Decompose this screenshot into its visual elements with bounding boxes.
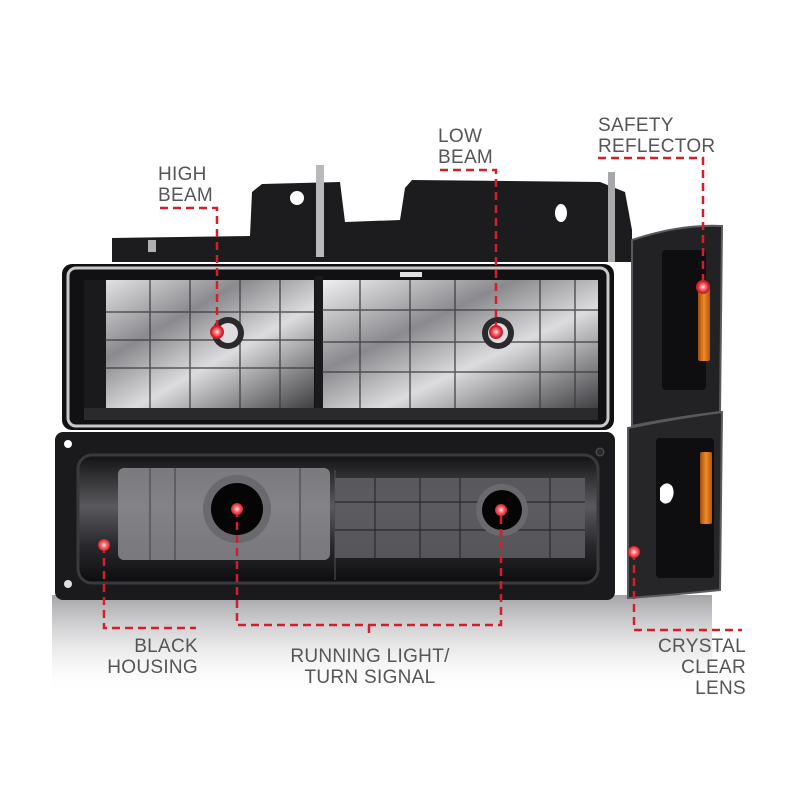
label-safety-reflector: SAFETY REFLECTOR	[598, 115, 716, 157]
floor-reflection	[52, 595, 712, 695]
label-running-light-turn-signal: RUNNING LIGHT/ TURN SIGNAL	[290, 646, 450, 688]
label-high-beam: HIGH BEAM	[158, 164, 214, 206]
headlamp-unit	[62, 264, 614, 430]
corner-light-upper	[631, 224, 724, 428]
corner-light-lower	[627, 410, 724, 600]
callout-dots	[98, 280, 710, 558]
mounting-bracket	[112, 165, 632, 262]
callout-lines	[102, 156, 742, 638]
label-black-housing: BLACK HOUSING	[107, 636, 198, 678]
label-crystal-clear-lens: CRYSTAL CLEAR LENS	[658, 636, 746, 699]
bumper-light-unit	[55, 432, 615, 600]
label-low-beam: LOW BEAM	[438, 126, 494, 168]
